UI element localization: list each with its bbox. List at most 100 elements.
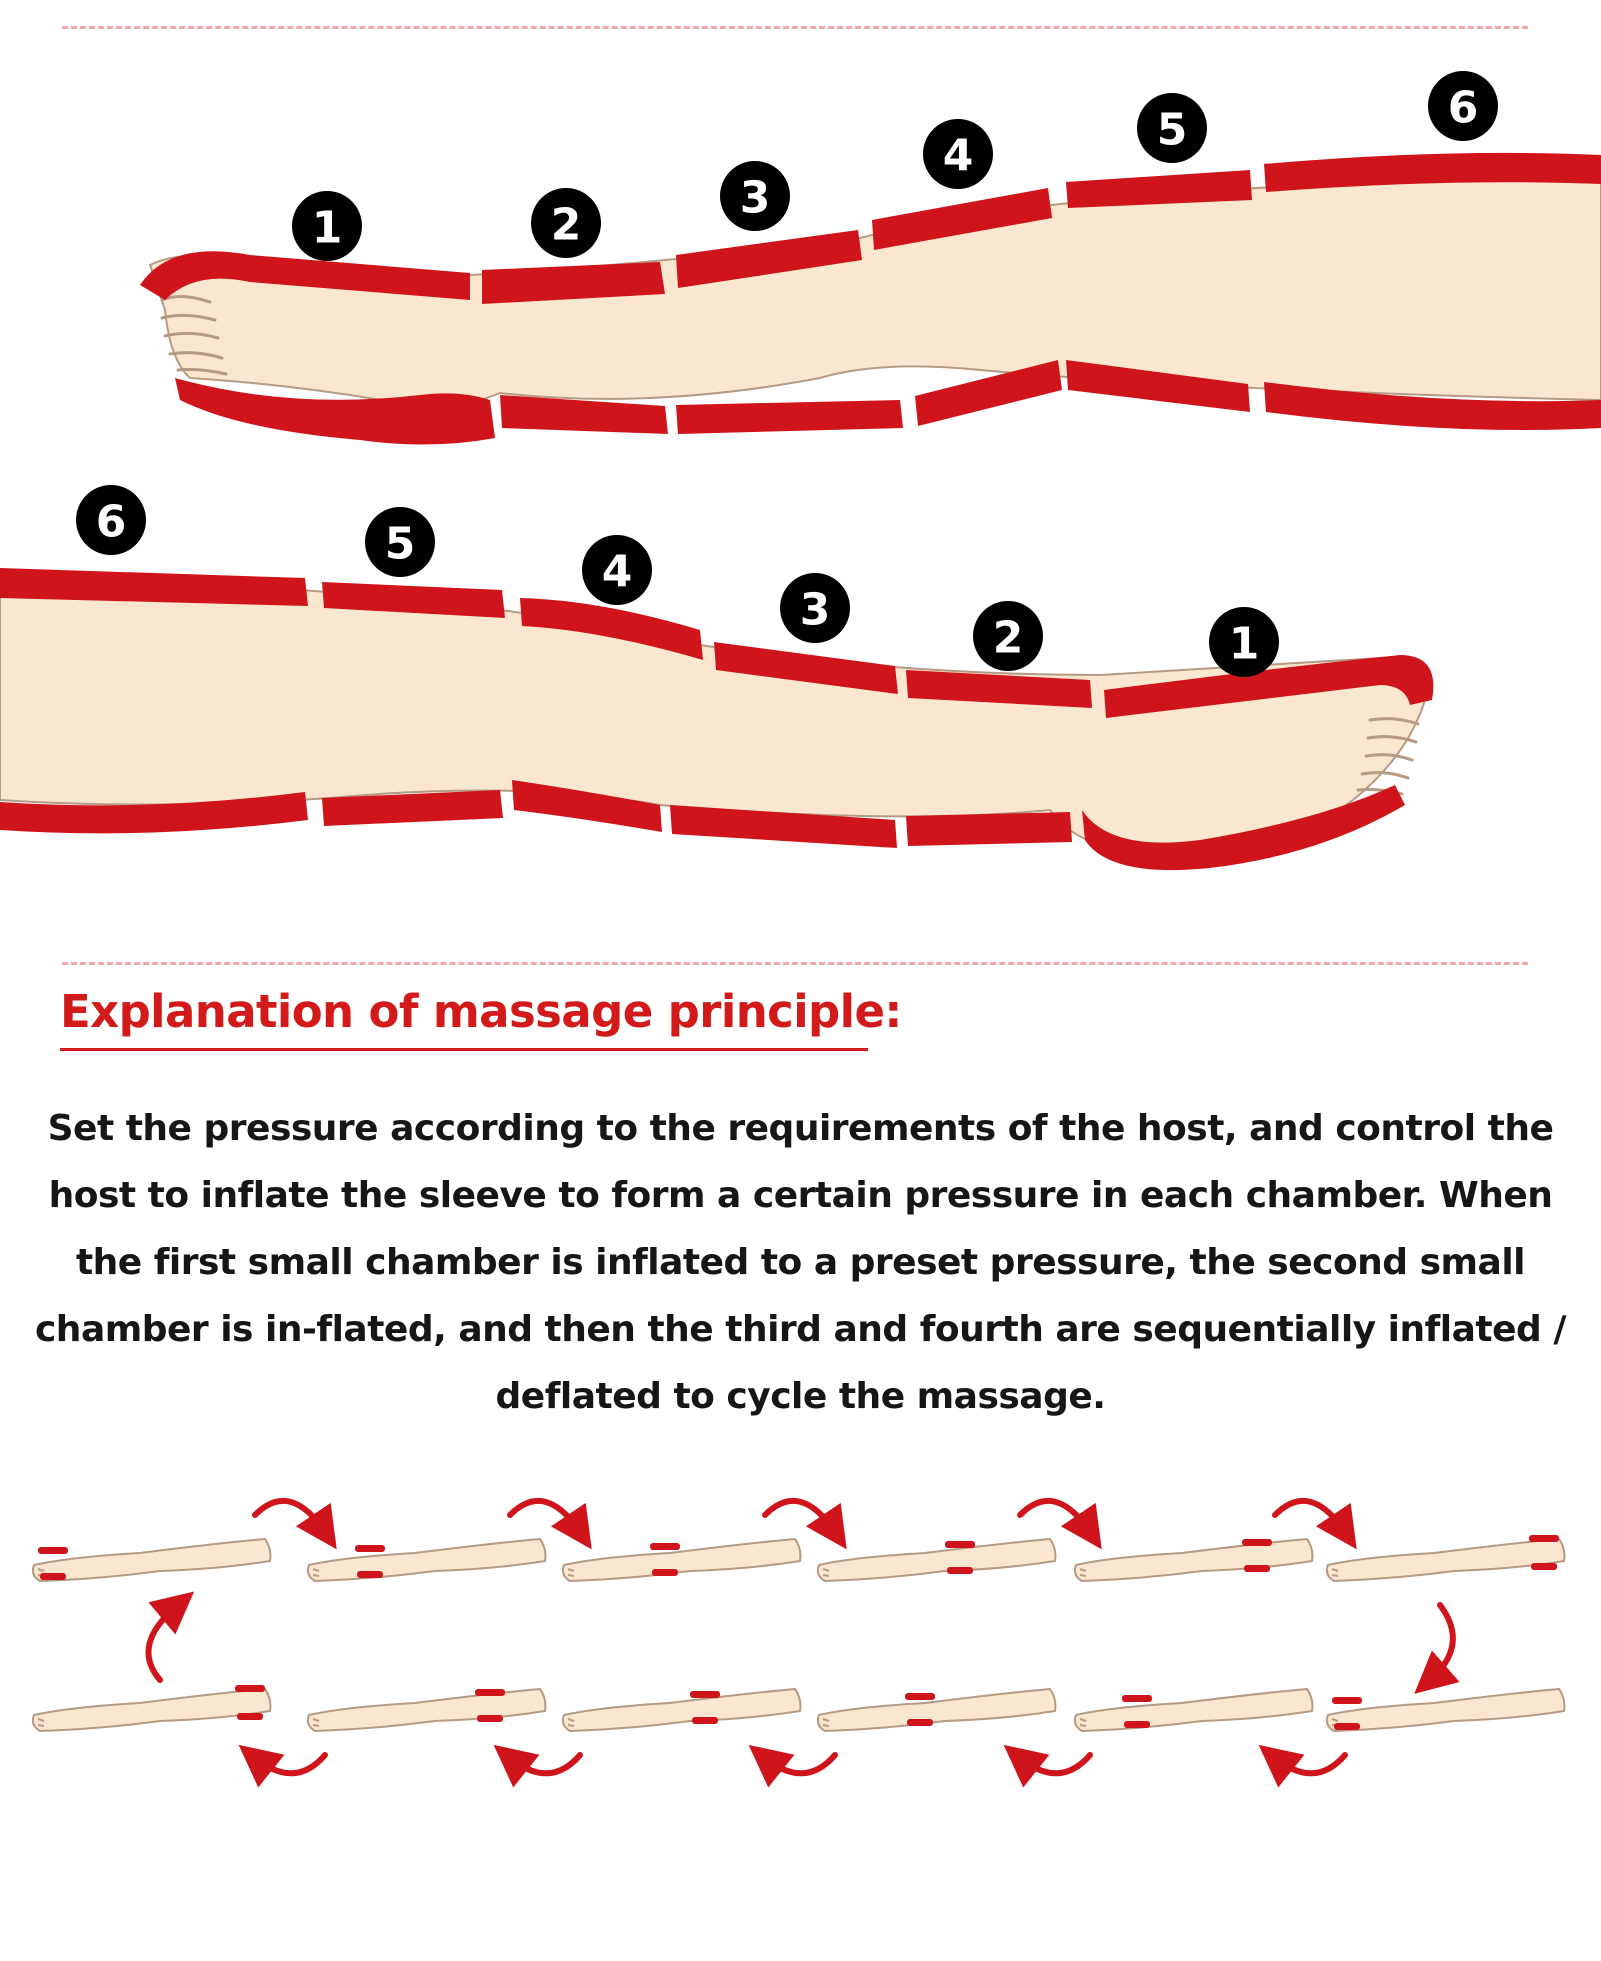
inflated-chamber-4 [945, 1541, 975, 1548]
chamber-number: 6 [1448, 83, 1479, 134]
curved-arrow-icon-top-1 [252, 1497, 337, 1550]
chamber-5-bottom [1066, 360, 1250, 412]
sleeve-chambers [0, 568, 1434, 871]
chamber-2-top [906, 670, 1092, 708]
chamber-number-badges: 6 5 4 3 2 1 [76, 485, 1279, 677]
leg-diagram-top: 1 2 3 4 5 6 [140, 71, 1601, 445]
chamber-number: 2 [551, 200, 582, 251]
curved-arrow-icon-top-2 [507, 1497, 592, 1550]
chamber-3-bottom [670, 805, 897, 848]
cycle-leg-bottom-6 [1325, 1687, 1566, 1733]
chamber-number: 4 [602, 547, 633, 598]
inflated-chamber-1-lower [40, 1573, 66, 1580]
chamber-6-bottom [0, 792, 308, 834]
chamber-badge-2: 2 [973, 601, 1043, 671]
chamber-number: 2 [993, 613, 1024, 664]
leg-diagram-bottom: 6 5 4 3 2 1 [0, 485, 1434, 871]
inflated-chamber-1 [1332, 1697, 1362, 1704]
chamber-1-bottom [175, 378, 495, 445]
inflated-chamber-5-lower [1244, 1565, 1270, 1572]
chamber-5-top [322, 582, 505, 618]
chamber-badge-5: 5 [365, 507, 435, 577]
chamber-number: 1 [312, 203, 343, 254]
cycle-leg-top-4 [816, 1537, 1057, 1583]
chamber-badge-2: 2 [531, 188, 601, 258]
chamber-2-bottom [500, 395, 668, 434]
chamber-6-bottom [1264, 382, 1601, 430]
inflated-chamber-4 [690, 1691, 720, 1698]
middle-divider [62, 962, 1528, 965]
inflated-chamber-2 [1122, 1695, 1152, 1702]
inflated-chamber-6 [235, 1685, 265, 1692]
section-title: Explanation of massage principle: [60, 985, 902, 1038]
curved-arrow-icon-bottom-1 [238, 1744, 328, 1788]
chamber-number: 4 [943, 131, 974, 182]
chamber-badge-6: 6 [1428, 71, 1498, 141]
chamber-badge-3: 3 [780, 573, 850, 643]
curved-arrow-icon-top-3 [762, 1497, 847, 1550]
curved-arrow-icon-bottom-4 [1003, 1744, 1093, 1788]
inflated-chamber-6-lower [237, 1713, 263, 1720]
cycle-leg-top-6 [1325, 1535, 1566, 1583]
chamber-badge-6: 6 [76, 485, 146, 555]
cycle-arrows [145, 1497, 1460, 1788]
inflated-chamber-4-lower [947, 1567, 973, 1574]
sleeve-chambers [140, 152, 1601, 445]
inflated-chamber-4-lower [692, 1717, 718, 1724]
cycle-leg-bottom-5 [1073, 1687, 1314, 1733]
inflated-chamber-2-lower [357, 1571, 383, 1578]
cycle-leg-bottom-2 [306, 1687, 547, 1733]
chamber-6-top [0, 568, 308, 606]
inflated-chamber-2 [355, 1545, 385, 1552]
inflated-chamber-5-lower [477, 1715, 503, 1722]
chamber-badge-3: 3 [720, 161, 790, 231]
chamber-number: 1 [1229, 619, 1260, 670]
chamber-3-bottom [676, 400, 903, 434]
inflated-chamber-3 [650, 1543, 680, 1550]
cycle-legs [31, 1535, 1566, 1733]
cycle-leg-top-5 [1073, 1537, 1314, 1583]
chamber-number: 5 [1157, 105, 1188, 156]
chamber-4-top [520, 598, 703, 660]
cycle-leg-bottom-1 [31, 1685, 272, 1733]
chamber-3-top [714, 642, 898, 694]
chamber-1-bottom [1082, 785, 1405, 871]
inflated-chamber-2-lower [1124, 1721, 1150, 1728]
chamber-number: 3 [800, 585, 831, 636]
curved-arrow-icon-left [145, 1591, 195, 1683]
inflated-chamber-3 [905, 1693, 935, 1700]
curved-arrow-icon-top-4 [1017, 1497, 1102, 1550]
cycle-leg-top-2 [306, 1537, 547, 1583]
curved-arrow-icon-bottom-3 [748, 1744, 838, 1788]
chamber-1-top [140, 251, 470, 300]
chamber-4-bottom [512, 780, 662, 832]
cycle-leg-bottom-3 [561, 1687, 802, 1733]
curved-arrow-icon-bottom-2 [493, 1744, 583, 1788]
cycle-leg-top-3 [561, 1537, 802, 1583]
top-divider [62, 26, 1528, 29]
chamber-2-top [482, 262, 665, 304]
chamber-3-top [676, 230, 862, 288]
inflation-cycle-diagram [31, 1497, 1566, 1788]
cycle-leg-bottom-4 [816, 1687, 1057, 1733]
inflated-chamber-1 [38, 1547, 68, 1554]
chamber-number: 5 [385, 519, 416, 570]
chamber-badge-5: 5 [1137, 93, 1207, 163]
inflated-chamber-5 [475, 1689, 505, 1696]
chamber-number: 6 [96, 497, 127, 548]
chamber-2-bottom [906, 812, 1072, 846]
chamber-5-top [1066, 170, 1252, 208]
inflated-chamber-6 [1529, 1535, 1559, 1542]
chamber-number: 3 [740, 173, 771, 224]
inflated-chamber-1-lower [1334, 1723, 1360, 1730]
title-underline [60, 1048, 868, 1051]
curved-arrow-icon-right [1414, 1602, 1460, 1694]
inflated-chamber-3-lower [652, 1569, 678, 1576]
chamber-4-bottom [915, 360, 1062, 426]
chamber-number-badges: 1 2 3 4 5 6 [292, 71, 1498, 261]
chamber-4-top [872, 188, 1052, 250]
curved-arrow-icon-top-5 [1272, 1497, 1357, 1550]
cycle-leg-top-1 [31, 1537, 272, 1583]
inflated-chamber-3-lower [907, 1719, 933, 1726]
inflated-chamber-5 [1242, 1539, 1272, 1546]
